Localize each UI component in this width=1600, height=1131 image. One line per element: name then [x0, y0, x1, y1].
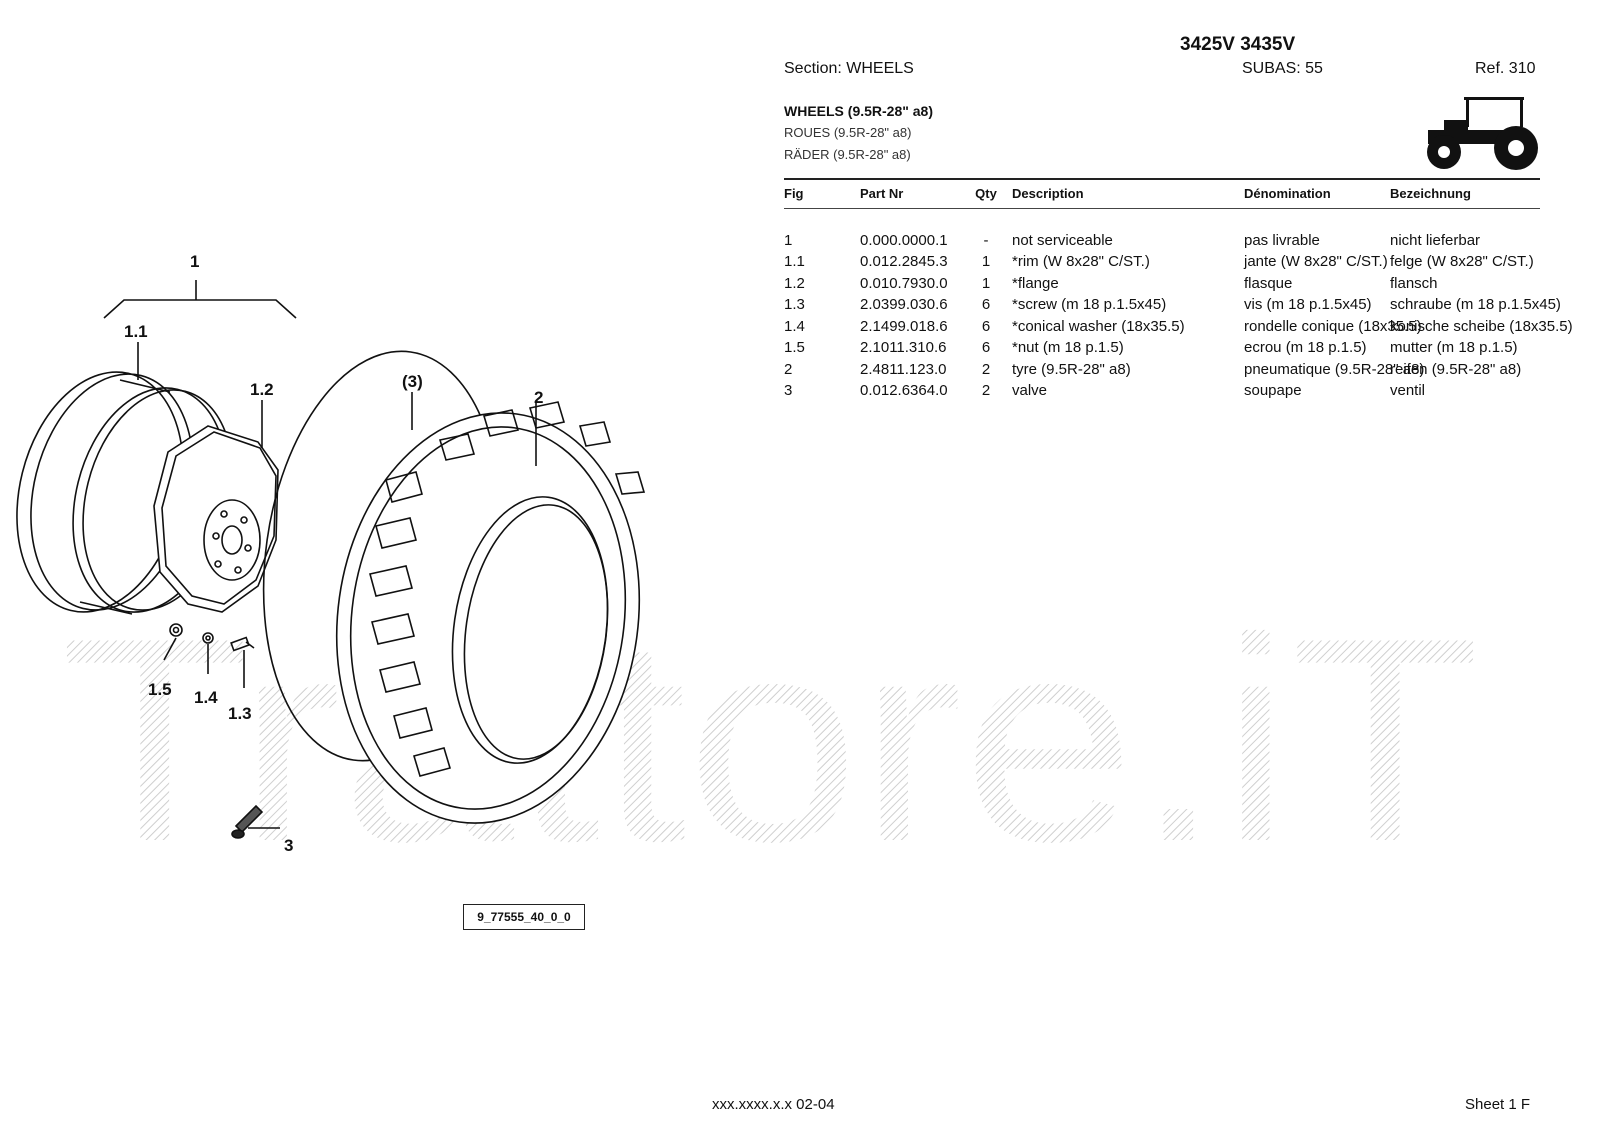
bracket — [103, 299, 297, 319]
column-header: Dénomination — [1244, 185, 1331, 201]
title-german: RÄDER (9.5R-28" a8) — [784, 147, 911, 162]
callout-1-3: 1.3 — [228, 704, 252, 723]
cell-fig: 1.2 — [784, 274, 805, 292]
callout-3: 3 — [284, 836, 294, 855]
cell-fig: 1 — [784, 231, 793, 249]
page-title: WHEELS (9.5R-28" a8) — [784, 103, 934, 119]
cell-bezeichnung: flansch — [1390, 274, 1438, 292]
title-french: ROUES (9.5R-28" a8) — [784, 125, 912, 140]
model-title: 3425V 3435V — [1180, 34, 1296, 55]
cell-part-nr: 2.4811.123.0 — [860, 360, 947, 378]
cell-description: not serviceable — [1012, 231, 1113, 249]
screw-drawing — [230, 636, 255, 652]
tractor-icon — [1427, 97, 1538, 170]
callout-1-4: 1.4 — [194, 688, 218, 707]
table-row: 1.2 0.010.7930.0 1 *flange flasque flans… — [784, 273, 1564, 295]
nut-drawing — [169, 623, 183, 637]
cell-qty: 6 — [981, 317, 991, 335]
cell-description: *nut (m 18 p.1.5) — [1012, 339, 1124, 357]
table-row: 1.5 2.1011.310.6 6 *nut (m 18 p.1.5) ecr… — [784, 337, 1564, 359]
column-header: Part Nr — [860, 185, 904, 201]
callout-1-2: 1.2 — [250, 380, 274, 399]
table-header-row: Fig Part Nr Qty Description Dénomination… — [784, 178, 1564, 208]
drawing-reference: 9_77555_40_0_0 — [463, 904, 585, 930]
table-row: 1 0.000.0000.1 - not serviceable pas liv… — [784, 230, 1564, 252]
watermark: Trattore.iT — [60, 578, 1480, 902]
cell-qty: 2 — [981, 360, 991, 378]
watermark-text: Trattore.iT — [60, 578, 1480, 902]
table-row: 1.3 2.0399.030.6 6 *screw (m 18 p.1.5x45… — [784, 294, 1564, 316]
parts-table: Fig Part Nr Qty Description Dénomination… — [784, 178, 1573, 402]
column-header: Bezeichnung — [1390, 185, 1471, 201]
cell-bezeichnung: konische scheibe (18x35.5) — [1390, 317, 1573, 335]
section-label: Section: WHEELS — [784, 60, 914, 77]
cell-qty: - — [983, 231, 989, 249]
cell-bezeichnung: schraube (m 18 p.1.5x45) — [1390, 296, 1561, 314]
cell-qty: 1 — [981, 253, 991, 271]
column-header: Description — [1012, 185, 1084, 201]
cell-denomination: vis (m 18 p.1.5x45) — [1244, 296, 1372, 314]
cell-bezeichnung: felge (W 8x28" C/ST.) — [1390, 253, 1534, 271]
cell-qty: 6 — [981, 296, 991, 314]
cell-denomination: jante (W 8x28" C/ST.) — [1244, 253, 1388, 271]
cell-description: valve — [1012, 382, 1048, 400]
cell-fig: 2 — [784, 360, 793, 378]
subas-label: SUBAS: 55 — [1242, 60, 1323, 77]
cell-fig: 1.5 — [784, 339, 805, 357]
cell-bezeichnung: mutter (m 18 p.1.5) — [1390, 339, 1518, 357]
footer-code: xxx.xxxx.x.x 02-04 — [712, 1096, 835, 1113]
cell-bezeichnung: reifen (9.5R-28" a8) — [1390, 360, 1522, 378]
cell-part-nr: 2.1499.018.6 — [860, 317, 948, 335]
callout-1-5: 1.5 — [148, 680, 172, 699]
cell-part-nr: 0.000.0000.1 — [860, 231, 948, 249]
cell-description: tyre (9.5R-28" a8) — [1012, 360, 1131, 378]
cell-fig: 1.4 — [784, 317, 805, 335]
cell-fig: 1.3 — [784, 296, 805, 314]
cell-qty: 6 — [981, 339, 991, 357]
table-row: 2 2.4811.123.0 2 tyre (9.5R-28" a8) pneu… — [784, 359, 1564, 381]
callout-1: 1 — [190, 252, 200, 271]
cell-description: *conical washer (18x35.5) — [1012, 317, 1185, 335]
flange-drawing — [153, 425, 279, 613]
cell-fig: 3 — [784, 382, 793, 400]
cell-bezeichnung: nicht lieferbar — [1390, 231, 1481, 249]
cell-part-nr: 2.1011.310.6 — [860, 339, 947, 357]
cell-denomination: soupape — [1244, 382, 1302, 400]
cell-denomination: pas livrable — [1244, 231, 1320, 249]
cell-bezeichnung: ventil — [1390, 382, 1426, 400]
tyre-drawing — [335, 401, 646, 824]
cell-description: *rim (W 8x28" C/ST.) — [1012, 253, 1150, 271]
footer-sheet: Sheet 1 F — [1465, 1096, 1531, 1113]
table-row: 3 0.012.6364.0 2 valve soupape ventil — [784, 380, 1564, 402]
cell-description: *screw (m 18 p.1.5x45) — [1012, 296, 1167, 314]
cell-description: *flange — [1012, 274, 1059, 292]
cell-denomination: ecrou (m 18 p.1.5) — [1244, 339, 1367, 357]
washer-drawing — [202, 632, 214, 644]
valve-drawing — [231, 804, 264, 839]
column-header: Qty — [975, 185, 997, 201]
cell-denomination: rondelle conique (18x35.5) — [1244, 317, 1422, 335]
table-row: 1.4 2.1499.018.6 6 *conical washer (18x3… — [784, 316, 1573, 338]
ref-label: Ref. 310 — [1475, 60, 1536, 77]
cell-fig: 1.1 — [784, 253, 805, 271]
cell-qty: 2 — [981, 382, 991, 400]
cell-part-nr: 0.012.2845.3 — [860, 253, 948, 271]
callout-3-bracketed: (3) — [402, 372, 423, 391]
cell-part-nr: 0.012.6364.0 — [860, 382, 948, 400]
cell-denomination: flasque — [1244, 274, 1293, 292]
exploded-diagram — [16, 280, 646, 839]
callout-1-1: 1.1 — [124, 322, 148, 341]
column-header: Fig — [784, 185, 804, 201]
cell-part-nr: 2.0399.030.6 — [860, 296, 948, 314]
cell-part-nr: 0.010.7930.0 — [860, 274, 948, 292]
table-row: 1.1 0.012.2845.3 1 *rim (W 8x28" C/ST.) … — [784, 251, 1564, 273]
cell-denomination: pneumatique (9.5R-28" a8) — [1244, 360, 1425, 378]
cell-qty: 1 — [981, 274, 991, 292]
table-header-rule — [784, 208, 1540, 209]
table-top-rule — [784, 178, 1540, 180]
callout-2: 2 — [534, 388, 544, 407]
